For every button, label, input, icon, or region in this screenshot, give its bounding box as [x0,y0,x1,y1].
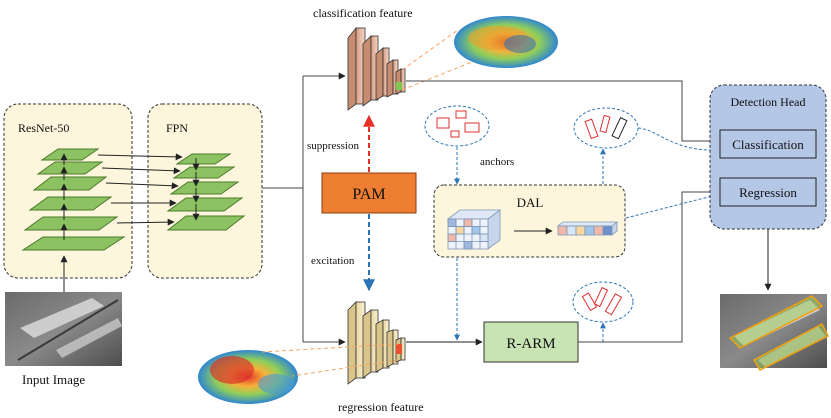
refined-to-classification-curve [637,127,721,154]
regression-zoom-lines [261,343,399,377]
resnet-layer-1 [21,236,126,251]
classification-zoom-lines [401,29,473,91]
dal-cube [446,209,502,250]
rarm-to-regression-head-line [578,188,721,343]
input-image [5,292,122,366]
detection-head-label: Detection Head [731,95,806,109]
resnet-label: ResNet-50 [18,121,69,135]
suppression-label: suppression [307,140,359,152]
resnet-layer-6 [40,148,100,161]
classification-box [719,129,817,159]
classification-label: Classification [732,137,804,152]
resnet-layer-5 [36,161,104,175]
excitation-label: excitation [311,255,355,267]
regression-feature-label: regression feature [338,400,424,414]
classification-feature-stack [347,26,406,111]
lateral-connections [97,153,183,226]
output-image [720,294,830,371]
dal-to-regression-head-arrow [625,192,721,219]
regression-label: Regression [739,185,797,200]
fpn-layers [166,153,246,231]
regression-box [719,177,817,207]
dal-label: DAL [517,195,544,210]
resnet-layer-3 [28,196,113,211]
regression-feature-stack [347,301,406,385]
fpn-layer-2 [166,197,244,212]
fpn-layer-3 [169,181,240,195]
fpn-layer-5 [175,153,232,165]
classification-feature-label: classification feature [313,6,413,20]
anchors-label: anchors [480,156,514,168]
pam-label: PAM [352,186,385,203]
anchors-ellipse [424,105,490,147]
fpn-label: FPN [166,121,188,135]
resnet-panel: ResNet-50 [3,103,133,279]
fpn-layer-4 [172,166,236,179]
backbone-to-branches [262,72,346,346]
input-image-label: Input Image [22,372,85,387]
pam-block: PAM [321,172,417,214]
resnet-layer-2 [23,216,119,231]
resnet-layer-4 [32,176,108,191]
dal-vector [556,221,619,236]
refined-boxes-ellipse-top [573,107,639,149]
classification-heatmap [454,16,558,68]
regression-heatmap [198,350,298,404]
resnet-layers [21,148,126,251]
r-arm-label: R-ARM [506,336,555,352]
detection-head: Detection Head Classification Regression [709,84,827,230]
r-arm-block: R-ARM [483,321,579,363]
classification-to-head-line [406,80,721,145]
dal-block: DAL [433,184,626,258]
refined-boxes-ellipse-bottom [572,281,634,323]
